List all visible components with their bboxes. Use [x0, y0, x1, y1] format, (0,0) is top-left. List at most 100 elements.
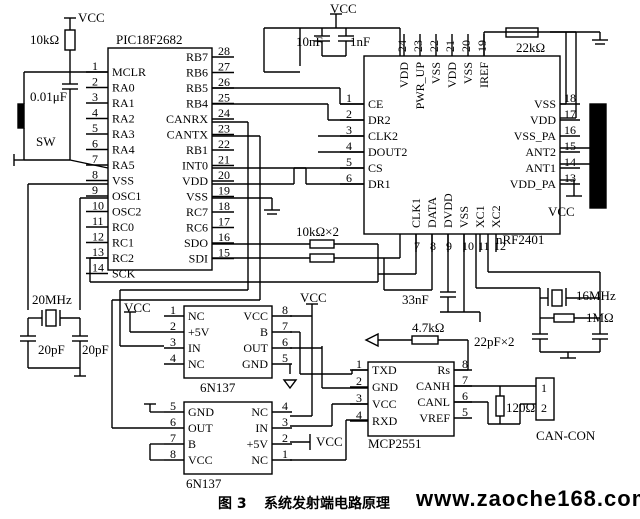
pin-name: B [188, 437, 196, 451]
reset-switch [17, 103, 25, 129]
connector-pin-2: 2 [541, 401, 547, 415]
pin-number: 6 [92, 137, 98, 151]
pin-number: 2 [282, 431, 288, 445]
vcc-label-mcu: VCC [78, 10, 105, 25]
pin-number: 5 [462, 405, 468, 419]
vcc-label-opto3: VCC [316, 434, 343, 449]
pin-number: 1 [282, 447, 288, 461]
iref-resistor-label: 22kΩ [516, 40, 545, 55]
pin-name: NC [188, 309, 205, 323]
pin-name: CE [368, 97, 383, 111]
opto-top-pin-2: 2+5V [164, 319, 210, 339]
pin-name: VSS [461, 62, 475, 84]
pin-name: RC1 [112, 236, 134, 250]
rf-name: nRF2401 [496, 232, 544, 247]
pin-name: RB6 [186, 66, 208, 80]
pin-number: 16 [218, 230, 230, 244]
pin-name: VSS [429, 62, 443, 84]
pin-name: CANRX [166, 112, 208, 126]
mcu-pin-10: 10 OSC2 [86, 199, 141, 219]
opto-bottom-pin-1: 1NC [251, 447, 292, 467]
pin-name: CLK1 [409, 198, 423, 228]
pin-name: VDD [445, 62, 459, 88]
iref-network: 22kΩ [483, 27, 608, 119]
pin-name: OUT [188, 421, 213, 435]
opto-bottom-body [183, 401, 273, 475]
pin-number: 19 [218, 184, 230, 198]
pin-number: 14 [564, 155, 576, 169]
osc-cap2-label: 20pF [82, 342, 109, 357]
pin-name: GND [188, 405, 214, 419]
pin-number: 13 [564, 171, 576, 185]
pin-name: RC0 [112, 220, 134, 234]
dvdd-cap-label: 33nF [402, 292, 429, 307]
pin-number: 23 [218, 122, 230, 136]
pin-number: 10 [462, 239, 474, 253]
pin-name: OUT [243, 341, 268, 355]
mcu-right-pins: 28RB727RB626RB525RB424CANRX23CANTX22RB12… [166, 44, 234, 266]
mcu-ground [212, 197, 280, 215]
opto-bottom-name: 6N137 [186, 476, 222, 491]
pin-number: 2 [92, 75, 98, 89]
pin-number: 11 [92, 214, 104, 228]
rf-decoupling: VCC 10nF 1nF [296, 1, 401, 66]
pin-number: 8 [92, 168, 98, 182]
pin-name: VSS [112, 174, 134, 188]
pin-name: Rs [437, 363, 450, 377]
mcu-pin-8: 8 VSS [86, 168, 134, 188]
pin-number: 3 [356, 391, 362, 405]
reset-cap-label: 0.01μF [30, 89, 67, 104]
pin-number: 4 [170, 351, 176, 365]
pin-name: VCC [372, 397, 397, 411]
pin-name: CANH [416, 379, 450, 393]
pin-number: 21 [443, 40, 457, 52]
pin-number: 4 [92, 106, 98, 120]
pin-number: 9 [92, 183, 98, 197]
can-wiring: VCC VCC VCC [111, 121, 596, 461]
pin-number: 24 [395, 40, 409, 52]
pin-name: ANT2 [525, 145, 556, 159]
pin-number: 10 [92, 199, 104, 213]
pin-number: 8 [462, 357, 468, 371]
pin-name: OSC2 [112, 205, 141, 219]
mcu-oscillator: 20MHz 20pF 20pF [20, 183, 109, 377]
pin-name: RA2 [112, 112, 135, 126]
mcu-pin-4: 4 RA2 [86, 106, 135, 126]
opto-top-name: 6N137 [200, 380, 236, 395]
pin-name: CANTX [167, 128, 209, 142]
pin-number: 2 [356, 374, 362, 388]
pin-number: 16 [564, 123, 576, 137]
pin-number: 4 [282, 399, 288, 413]
pin-number: 14 [92, 261, 104, 275]
pin-number: 1 [356, 357, 362, 371]
xtal-resistor [553, 313, 575, 323]
pin-name: DR1 [368, 177, 391, 191]
pin-name: VDD [530, 113, 556, 127]
rs-resistor [411, 335, 439, 345]
pin-number: 23 [411, 40, 425, 52]
rs-resistor-label: 4.7kΩ [412, 320, 444, 335]
pin-name: RA3 [112, 127, 135, 141]
opto-bottom-pin-2: 2+5V [247, 431, 292, 451]
opto-top-body [183, 305, 273, 379]
